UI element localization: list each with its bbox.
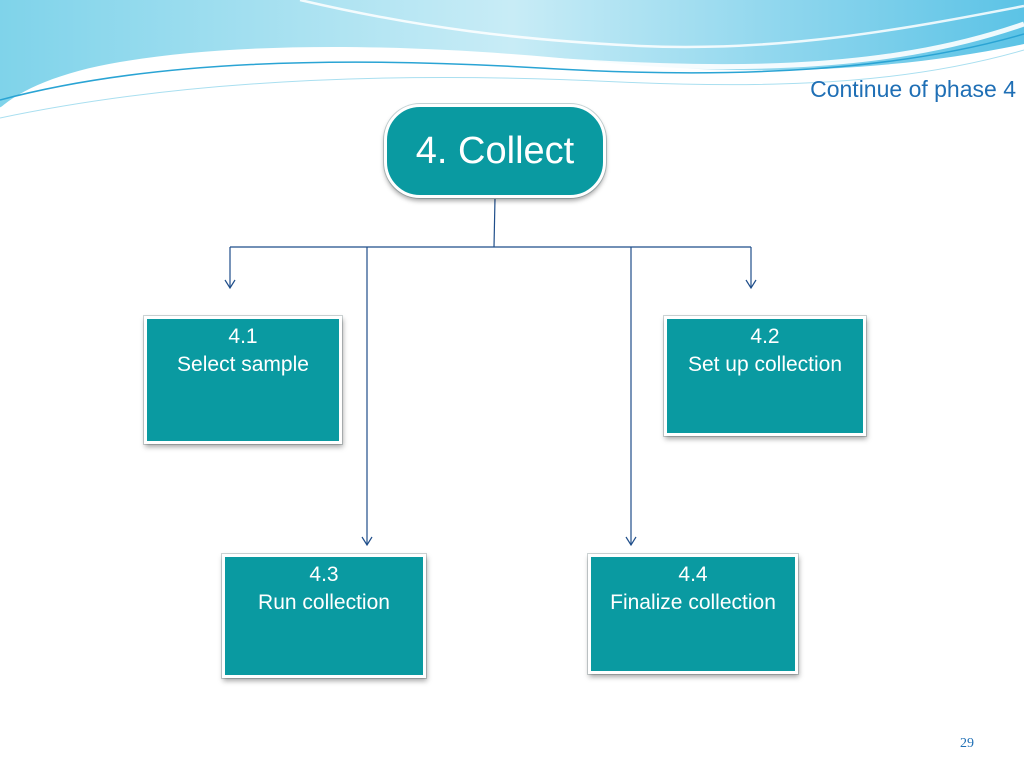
root-node-label: 4. Collect — [415, 129, 575, 172]
wave-header-decoration — [0, 0, 1024, 119]
root-node-collect: 4. Collect — [384, 104, 606, 198]
step-box-4-4: 4.4 Finalize collection — [588, 554, 798, 674]
step-number: 4.2 — [750, 325, 780, 348]
step-number: 4.1 — [228, 325, 258, 348]
arrow-4-4-icon — [625, 536, 637, 547]
page-number: 29 — [960, 736, 974, 751]
arrow-4-1-icon — [224, 279, 236, 290]
slide-subtitle: Continue of phase 4 — [810, 76, 1016, 102]
step-box-4-1: 4.1 Select sample — [144, 316, 342, 444]
arrow-4-2-icon — [745, 279, 757, 290]
step-number: 4.3 — [309, 563, 339, 586]
step-box-4-3: 4.3 Run collection — [222, 554, 426, 678]
arrow-4-3-icon — [361, 536, 373, 547]
step-number: 4.4 — [678, 563, 708, 586]
step-label: Set up collection — [687, 353, 843, 376]
step-box-4-2: 4.2 Set up collection — [664, 316, 866, 436]
step-label: Select sample — [177, 353, 309, 376]
root-stem-line — [493, 197, 496, 248]
step-label: Finalize collection — [610, 591, 776, 614]
step-label: Run collection — [258, 591, 390, 614]
